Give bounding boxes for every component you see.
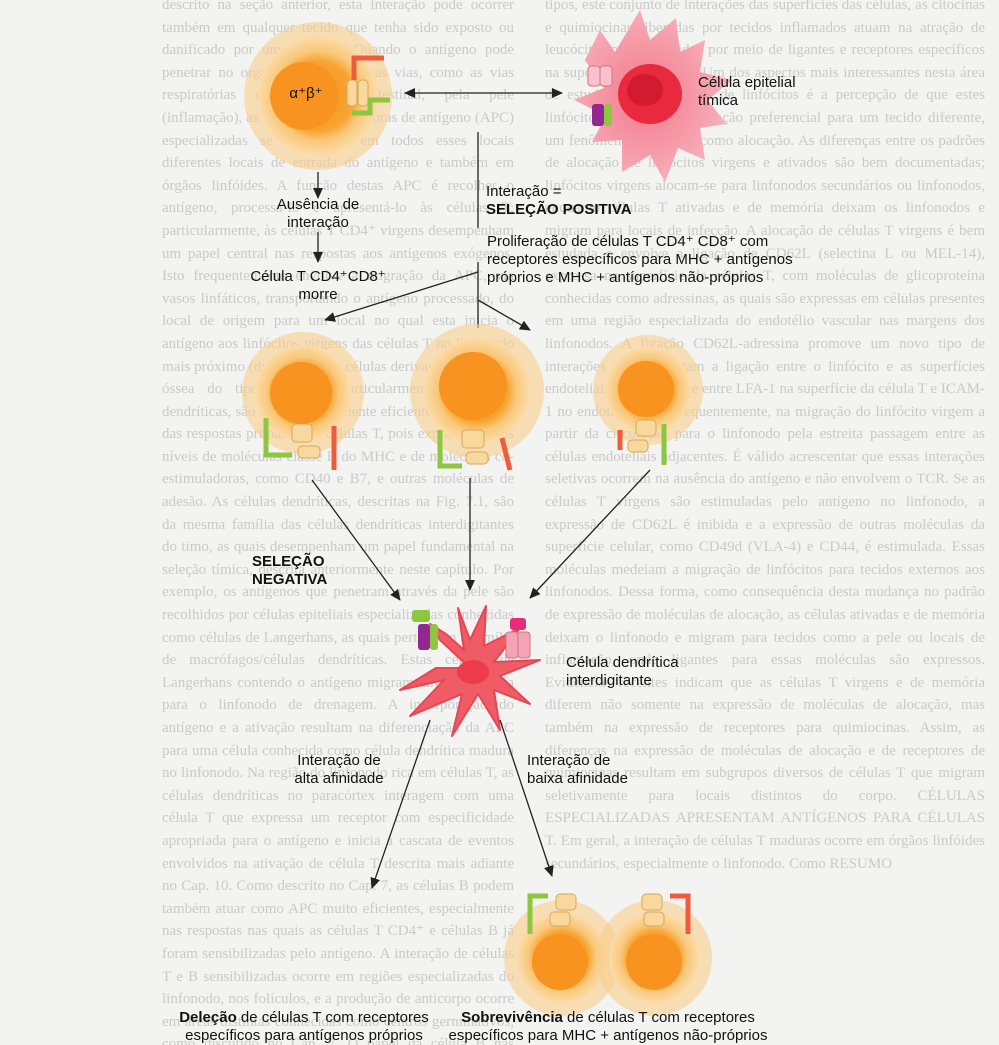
epithelial-cell-label: Célula epitelial tímica <box>698 74 808 110</box>
t-cell-left <box>242 332 364 470</box>
survival-caption: Sobrevivência de células T com receptore… <box>436 1009 780 1045</box>
t-cell-center <box>410 324 544 470</box>
mhc-molecule-dendritic-right <box>506 618 530 658</box>
alpha-beta-label: α⁺β⁺ <box>282 85 330 103</box>
arrow-to-survival <box>500 720 552 876</box>
cell-death-label: Célula T CD4⁺CD8⁺ morre <box>238 268 398 304</box>
positive-selection-label: SELEÇÃO POSITIVA <box>486 201 632 218</box>
t-cell-right <box>593 335 703 465</box>
negative-selection-label: SELEÇÃO NEGATIVA <box>252 553 352 589</box>
arrow-to-deletion <box>372 720 430 888</box>
arrow-right-to-dendritic <box>530 470 650 598</box>
no-interaction-label: Ausência de interação <box>268 196 368 232</box>
interaction-label: Interação = SELEÇÃO POSITIVA <box>486 183 726 219</box>
deletion-caption: Deleção de células T com receptores espe… <box>158 1009 450 1045</box>
proliferation-label: Proliferação de células T CD4⁺ CD8⁺ com … <box>487 233 807 287</box>
surviving-t-cell-right <box>596 894 712 1016</box>
high-affinity-label: Interação de alta afinidade <box>284 752 394 788</box>
mhc-molecule-dendritic-left <box>412 610 438 650</box>
low-affinity-label: Interação de baixa afinidade <box>527 752 647 788</box>
dendritic-cell-label: Célula dendrítica interdigitante <box>566 654 696 690</box>
